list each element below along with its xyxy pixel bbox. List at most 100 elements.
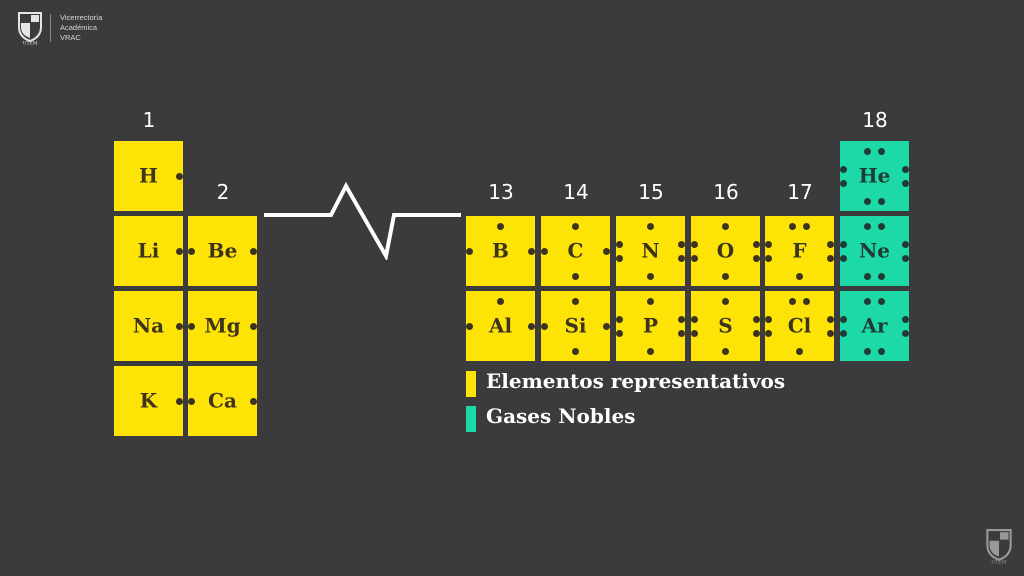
valence-electron-dot bbox=[572, 272, 579, 280]
element-symbol: Ne bbox=[858, 238, 890, 263]
element-Li[interactable]: Li bbox=[114, 216, 183, 286]
element-K[interactable]: K bbox=[114, 366, 183, 436]
valence-electron-dot bbox=[840, 315, 847, 323]
valence-electron-dot bbox=[840, 254, 847, 262]
valence-electron-dot bbox=[691, 329, 698, 337]
element-symbol: Cl bbox=[787, 313, 812, 338]
valence-electron-dot bbox=[789, 222, 796, 230]
valence-electron-dot bbox=[722, 222, 729, 230]
element-symbol: O bbox=[716, 238, 735, 263]
valence-electron-dot bbox=[878, 347, 885, 355]
utem-shield-icon: UTEM bbox=[18, 12, 42, 45]
valence-electron-dot bbox=[722, 272, 729, 280]
logo-divider bbox=[50, 14, 51, 42]
element-N[interactable]: N bbox=[616, 216, 685, 286]
valence-electron-dot bbox=[691, 315, 698, 323]
element-Ar[interactable]: Ar bbox=[840, 291, 909, 361]
valence-electron-dot bbox=[647, 347, 654, 355]
valence-electron-dot bbox=[753, 254, 760, 262]
legend-swatch-noble bbox=[466, 406, 476, 432]
valence-electron-dot bbox=[572, 297, 579, 305]
valence-electron-dot bbox=[616, 254, 623, 262]
valence-electron-dot bbox=[827, 315, 834, 323]
group-number-17: 17 bbox=[787, 180, 813, 204]
valence-electron-dot bbox=[250, 397, 257, 405]
valence-electron-dot bbox=[616, 240, 623, 248]
org-line: Académica bbox=[60, 23, 98, 32]
valence-electron-dot bbox=[528, 247, 535, 255]
element-S[interactable]: S bbox=[691, 291, 760, 361]
valence-electron-dot bbox=[789, 297, 796, 305]
element-symbol: C bbox=[567, 238, 584, 263]
valence-electron-dot bbox=[176, 172, 183, 180]
element-Al[interactable]: Al bbox=[466, 291, 535, 361]
element-F[interactable]: F bbox=[765, 216, 834, 286]
element-symbol: B bbox=[492, 238, 509, 263]
valence-electron-dot bbox=[647, 272, 654, 280]
org-line: VRAC bbox=[60, 33, 81, 42]
valence-electron-dot bbox=[864, 297, 871, 305]
valence-electron-dot bbox=[466, 247, 473, 255]
element-symbol: N bbox=[641, 238, 660, 263]
group-number-2: 2 bbox=[216, 180, 230, 204]
group-number-16: 16 bbox=[713, 180, 739, 204]
valence-electron-dot bbox=[541, 247, 548, 255]
valence-electron-dot bbox=[678, 240, 685, 248]
element-symbol: K bbox=[139, 388, 158, 413]
valence-electron-dot bbox=[864, 197, 871, 205]
element-symbol: Si bbox=[564, 313, 587, 338]
group-number-18: 18 bbox=[862, 108, 888, 132]
element-C[interactable]: C bbox=[541, 216, 610, 286]
valence-electron-dot bbox=[753, 329, 760, 337]
valence-electron-dot bbox=[176, 322, 183, 330]
legend-swatch-representative bbox=[466, 371, 476, 397]
group-number-15: 15 bbox=[638, 180, 664, 204]
valence-electron-dot bbox=[753, 240, 760, 248]
element-Na[interactable]: Na bbox=[114, 291, 183, 361]
element-Mg[interactable]: Mg bbox=[188, 291, 257, 361]
valence-electron-dot bbox=[466, 322, 473, 330]
valence-electron-dot bbox=[176, 397, 183, 405]
valence-electron-dot bbox=[796, 272, 803, 280]
valence-electron-dot bbox=[864, 147, 871, 155]
element-symbol: Be bbox=[207, 238, 238, 263]
valence-electron-dot bbox=[250, 322, 257, 330]
element-B[interactable]: B bbox=[466, 216, 535, 286]
element-Si[interactable]: Si bbox=[541, 291, 610, 361]
utem-watermark-icon: UTEM bbox=[986, 529, 1012, 564]
element-O[interactable]: O bbox=[691, 216, 760, 286]
element-H[interactable]: H bbox=[114, 141, 183, 211]
element-symbol: Li bbox=[137, 238, 160, 263]
valence-electron-dot bbox=[840, 179, 847, 187]
element-Ne[interactable]: Ne bbox=[840, 216, 909, 286]
valence-electron-dot bbox=[864, 347, 871, 355]
valence-electron-dot bbox=[250, 247, 257, 255]
valence-electron-dot bbox=[878, 272, 885, 280]
org-name: Vicerrectoría Académica VRAC bbox=[60, 13, 102, 43]
element-Be[interactable]: Be bbox=[188, 216, 257, 286]
element-symbol: P bbox=[642, 313, 659, 338]
valence-electron-dot bbox=[691, 254, 698, 262]
valence-electron-dot bbox=[616, 315, 623, 323]
element-symbol: Na bbox=[132, 313, 165, 338]
valence-electron-dot bbox=[188, 397, 195, 405]
valence-electron-dot bbox=[827, 240, 834, 248]
element-Cl[interactable]: Cl bbox=[765, 291, 834, 361]
element-symbol: Mg bbox=[204, 313, 241, 338]
legend-label-representative: Elementos representativos bbox=[486, 369, 786, 393]
valence-electron-dot bbox=[840, 329, 847, 337]
valence-electron-dot bbox=[864, 272, 871, 280]
valence-electron-dot bbox=[827, 254, 834, 262]
valence-electron-dot bbox=[902, 165, 909, 173]
valence-electron-dot bbox=[878, 197, 885, 205]
svg-text:UTEM: UTEM bbox=[991, 559, 1007, 564]
valence-electron-dot bbox=[647, 297, 654, 305]
element-He[interactable]: He bbox=[840, 141, 909, 211]
valence-electron-dot bbox=[902, 254, 909, 262]
valence-electron-dot bbox=[827, 329, 834, 337]
element-Ca[interactable]: Ca bbox=[188, 366, 257, 436]
valence-electron-dot bbox=[188, 322, 195, 330]
valence-electron-dot bbox=[902, 315, 909, 323]
element-P[interactable]: P bbox=[616, 291, 685, 361]
valence-electron-dot bbox=[647, 222, 654, 230]
